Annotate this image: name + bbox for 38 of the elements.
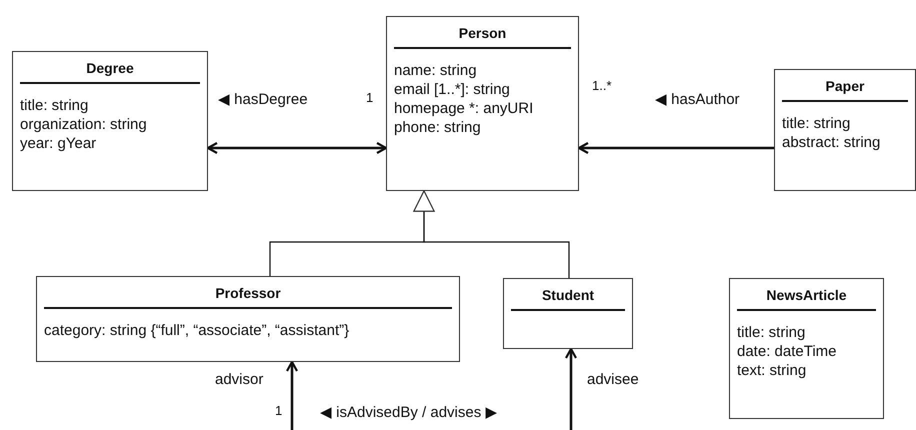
association-label: ◀ isAdvisedBy / advises ▶: [320, 403, 498, 421]
edge-label: ◀ hasDegree: [218, 90, 308, 108]
role-label: advisor: [215, 371, 264, 388]
association-arrow: [578, 142, 774, 154]
class-name: NewsArticle: [766, 287, 847, 303]
class-name: Professor: [215, 285, 281, 301]
multiplicity-label: 1..*: [592, 78, 612, 93]
association-arrow: [286, 360, 298, 430]
attribute-text: text: string: [737, 361, 806, 380]
class-box: [36, 276, 460, 362]
association-arrow: [564, 348, 578, 430]
attribute-text: abstract: string: [782, 133, 880, 152]
class-box: [774, 69, 916, 191]
class-box: [386, 16, 579, 191]
generalization-arrow: [413, 190, 570, 278]
attribute-text: phone: string: [394, 118, 481, 137]
role-label: advisee: [587, 371, 639, 388]
class-name: Student: [542, 287, 594, 303]
attribute-text: homepage *: anyURI: [394, 99, 534, 118]
attribute-text: year: gYear: [20, 134, 96, 153]
attribute-text: email [1..*]: string: [394, 80, 510, 99]
class-name: Paper: [826, 78, 864, 94]
multiplicity-label: 1: [366, 90, 374, 105]
attribute-text: title: string: [737, 323, 806, 342]
class-box: [12, 51, 208, 191]
edge-label: ◀ hasAuthor: [655, 90, 740, 108]
attribute-text: title: string: [782, 114, 850, 133]
attribute-text: date: dateTime: [737, 342, 836, 361]
attribute-text: category: string {“full”, “associate”, “assistant”}: [44, 321, 350, 340]
attribute-text: title: string: [20, 96, 88, 115]
class-box: [503, 278, 633, 349]
class-box: [729, 278, 884, 419]
class-name: Person: [458, 25, 506, 41]
multiplicity-label: 1: [275, 403, 282, 418]
attribute-text: organization: string: [20, 115, 147, 134]
association-arrow: [206, 142, 388, 154]
class-name: Degree: [86, 60, 134, 76]
attribute-text: name: string: [394, 61, 477, 80]
